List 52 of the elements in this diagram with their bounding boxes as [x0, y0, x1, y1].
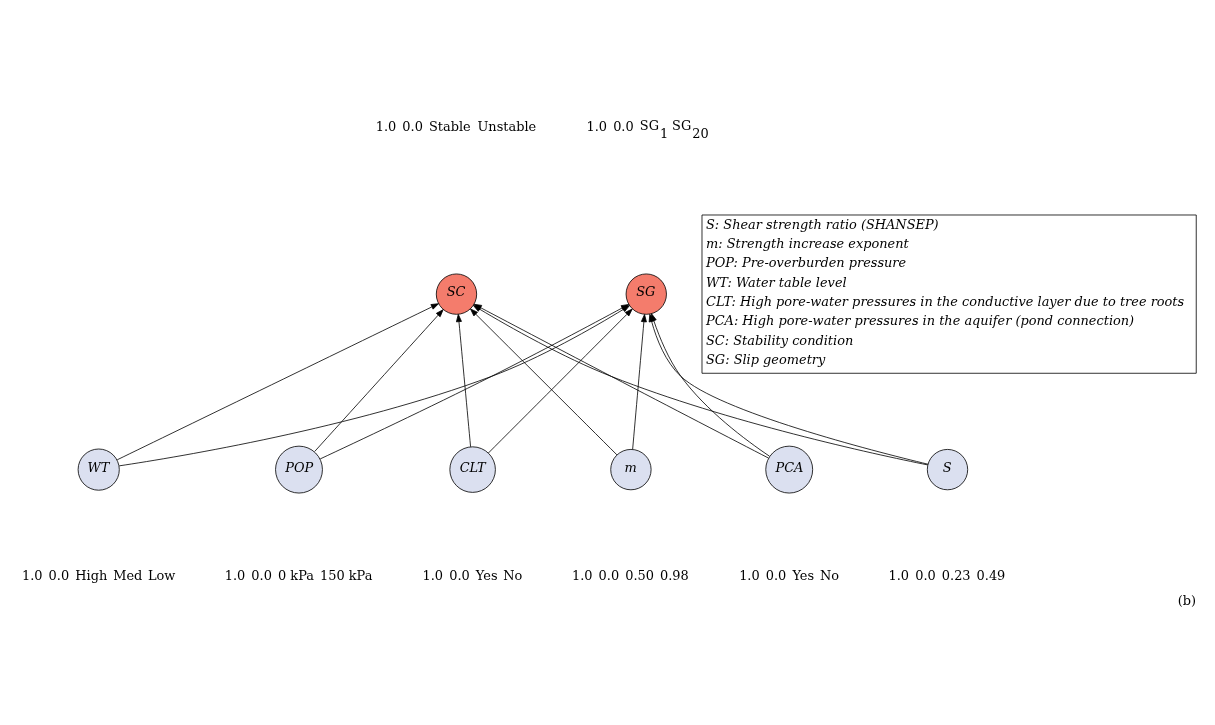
- arrow: [456, 313, 471, 447]
- node-label: 1.0: [422, 567, 444, 583]
- node-label: 0.0: [613, 118, 634, 134]
- arrow: [470, 308, 618, 455]
- label: POP: Pre-overburden pressure: [706, 254, 907, 270]
- node-label: Stable: [429, 118, 471, 134]
- label: PCA: High pore-water pressures in the aquifer (pond connection): [706, 312, 1135, 328]
- label: SG: Slip geometry: [706, 351, 826, 367]
- node-label: 150 kPa: [319, 567, 373, 583]
- node-label: 0.0: [915, 567, 936, 583]
- node-label: 1.0: [571, 567, 593, 583]
- node-label: High: [75, 567, 108, 583]
- label: SC: Stability condition: [706, 332, 854, 348]
- node-label: 0.0: [765, 567, 787, 583]
- arrow: [116, 302, 439, 460]
- node-circle: m: [610, 448, 652, 490]
- arrow: [314, 308, 444, 452]
- node-label: Unstable: [477, 118, 537, 134]
- arrow: [632, 313, 647, 450]
- node-label: 1.0: [739, 567, 760, 583]
- node-label: 1.0: [586, 118, 608, 134]
- label: m: Strength increase exponent: [706, 235, 909, 251]
- node-label: 1.0: [21, 567, 43, 583]
- node-label: 0.0: [449, 567, 470, 583]
- node-label: 0.50: [625, 567, 655, 583]
- label: CLT: High pore-water pressures in the conductive layer due to tree roots: [706, 293, 1185, 309]
- node-circle: S: [926, 448, 969, 490]
- node-circle: PCA: [765, 445, 814, 493]
- node-label: 0.23: [941, 567, 971, 583]
- node-label: 0.98: [659, 567, 689, 583]
- node-label: Yes: [475, 567, 498, 583]
- node-label: 0.0: [598, 567, 620, 583]
- node-label: 0.49: [976, 567, 1006, 583]
- label: WT: Water table level: [706, 274, 847, 290]
- node-circle: WT: [77, 448, 120, 491]
- node-label: Yes: [792, 567, 815, 583]
- node-label: 1.0: [224, 567, 246, 583]
- node-label: 0 kPa: [278, 567, 314, 583]
- arrow: [487, 308, 633, 453]
- node-label: 0.0: [251, 567, 272, 583]
- node-label: No: [503, 567, 523, 583]
- node-label: 0.0: [48, 567, 70, 583]
- node-label: 1.0: [375, 118, 397, 134]
- node-circle: CLT: [449, 445, 496, 493]
- label: S: Shear strength ratio (SHANSEP): [706, 216, 939, 232]
- node-label: Med: [113, 567, 143, 583]
- node-label: 0.0: [402, 118, 423, 134]
- node-label: 1.0: [888, 567, 910, 583]
- node-label: No: [819, 567, 839, 583]
- node-label: Low: [147, 567, 176, 583]
- node-circle: POP: [275, 445, 323, 493]
- caption: (b): [1177, 592, 1197, 608]
